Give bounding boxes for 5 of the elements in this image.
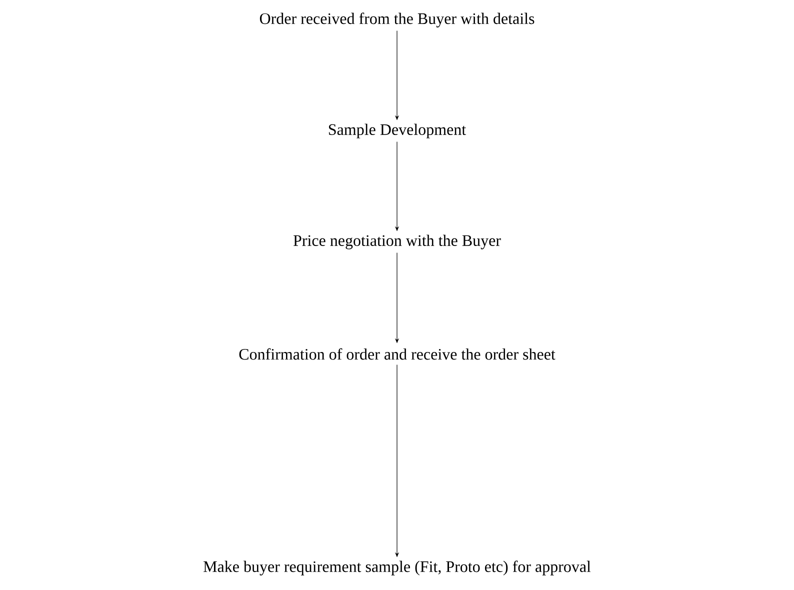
- step-text: Price negotiation with the Buyer: [293, 234, 501, 250]
- step-text: Confirmation of order and receive the order sheet: [239, 348, 556, 360]
- step-text: Order received from the Buyer with details: [260, 12, 534, 28]
- step-text: Make buyer requirement sample (Fit, Proto etc) for approval: [204, 560, 591, 576]
- step-text: Sample Development: [328, 124, 466, 138]
